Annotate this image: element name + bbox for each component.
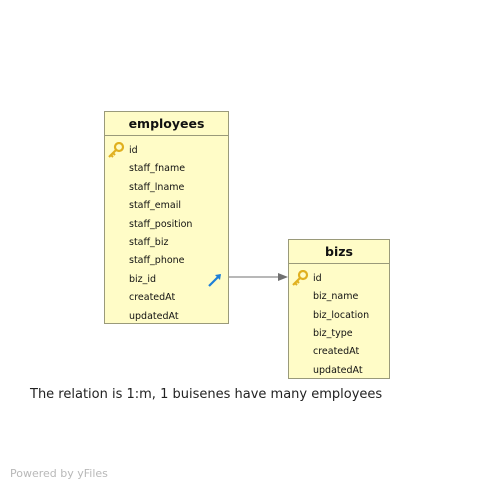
field-row: createdAt [105,289,228,307]
field-name: biz_location [313,309,370,321]
entity-title-employees: employees [105,112,228,136]
powered-by-footer: Powered by yFiles [10,467,108,480]
field-name: updatedAt [313,364,363,376]
field-name: updatedAt [129,310,179,322]
field-row: staff_position [105,216,228,234]
field-row: staff_phone [105,252,228,270]
field-name: biz_name [313,291,359,303]
entity-employees: employees id staff_fname staff_lname staff_… [104,111,229,324]
field-row: biz_location [289,307,389,325]
field-row: biz_type [289,325,389,343]
field-row: staff_lname [105,179,228,197]
foreign-key-icon [206,271,224,289]
field-name: staff_email [129,200,181,212]
relation-caption: The relation is 1:m, 1 buisenes have man… [30,387,383,402]
field-name: createdAt [313,346,360,358]
primary-key-icon [107,141,125,160]
field-row: staff_email [105,197,228,215]
field-name: biz_id [129,273,157,285]
field-name: id [129,145,138,156]
field-name: staff_biz [129,237,169,248]
field-name: id [313,273,322,284]
field-row: biz_name [289,288,389,306]
field-name: staff_position [129,218,193,230]
field-name: staff_fname [129,163,186,175]
field-row: staff_fname [105,160,228,178]
field-name: createdAt [129,292,176,304]
field-row: id [289,269,389,288]
field-row: id [105,141,228,160]
entity-title-bizs: bizs [289,240,389,264]
field-row: biz_id [105,271,228,289]
field-name: staff_phone [129,255,185,267]
field-row: updatedAt [289,362,389,380]
field-row: staff_biz [105,234,228,252]
primary-key-icon [291,269,309,288]
field-name: staff_lname [129,181,185,193]
field-row: createdAt [289,343,389,361]
field-name: biz_type [313,327,353,339]
field-row: updatedAt [105,308,228,326]
